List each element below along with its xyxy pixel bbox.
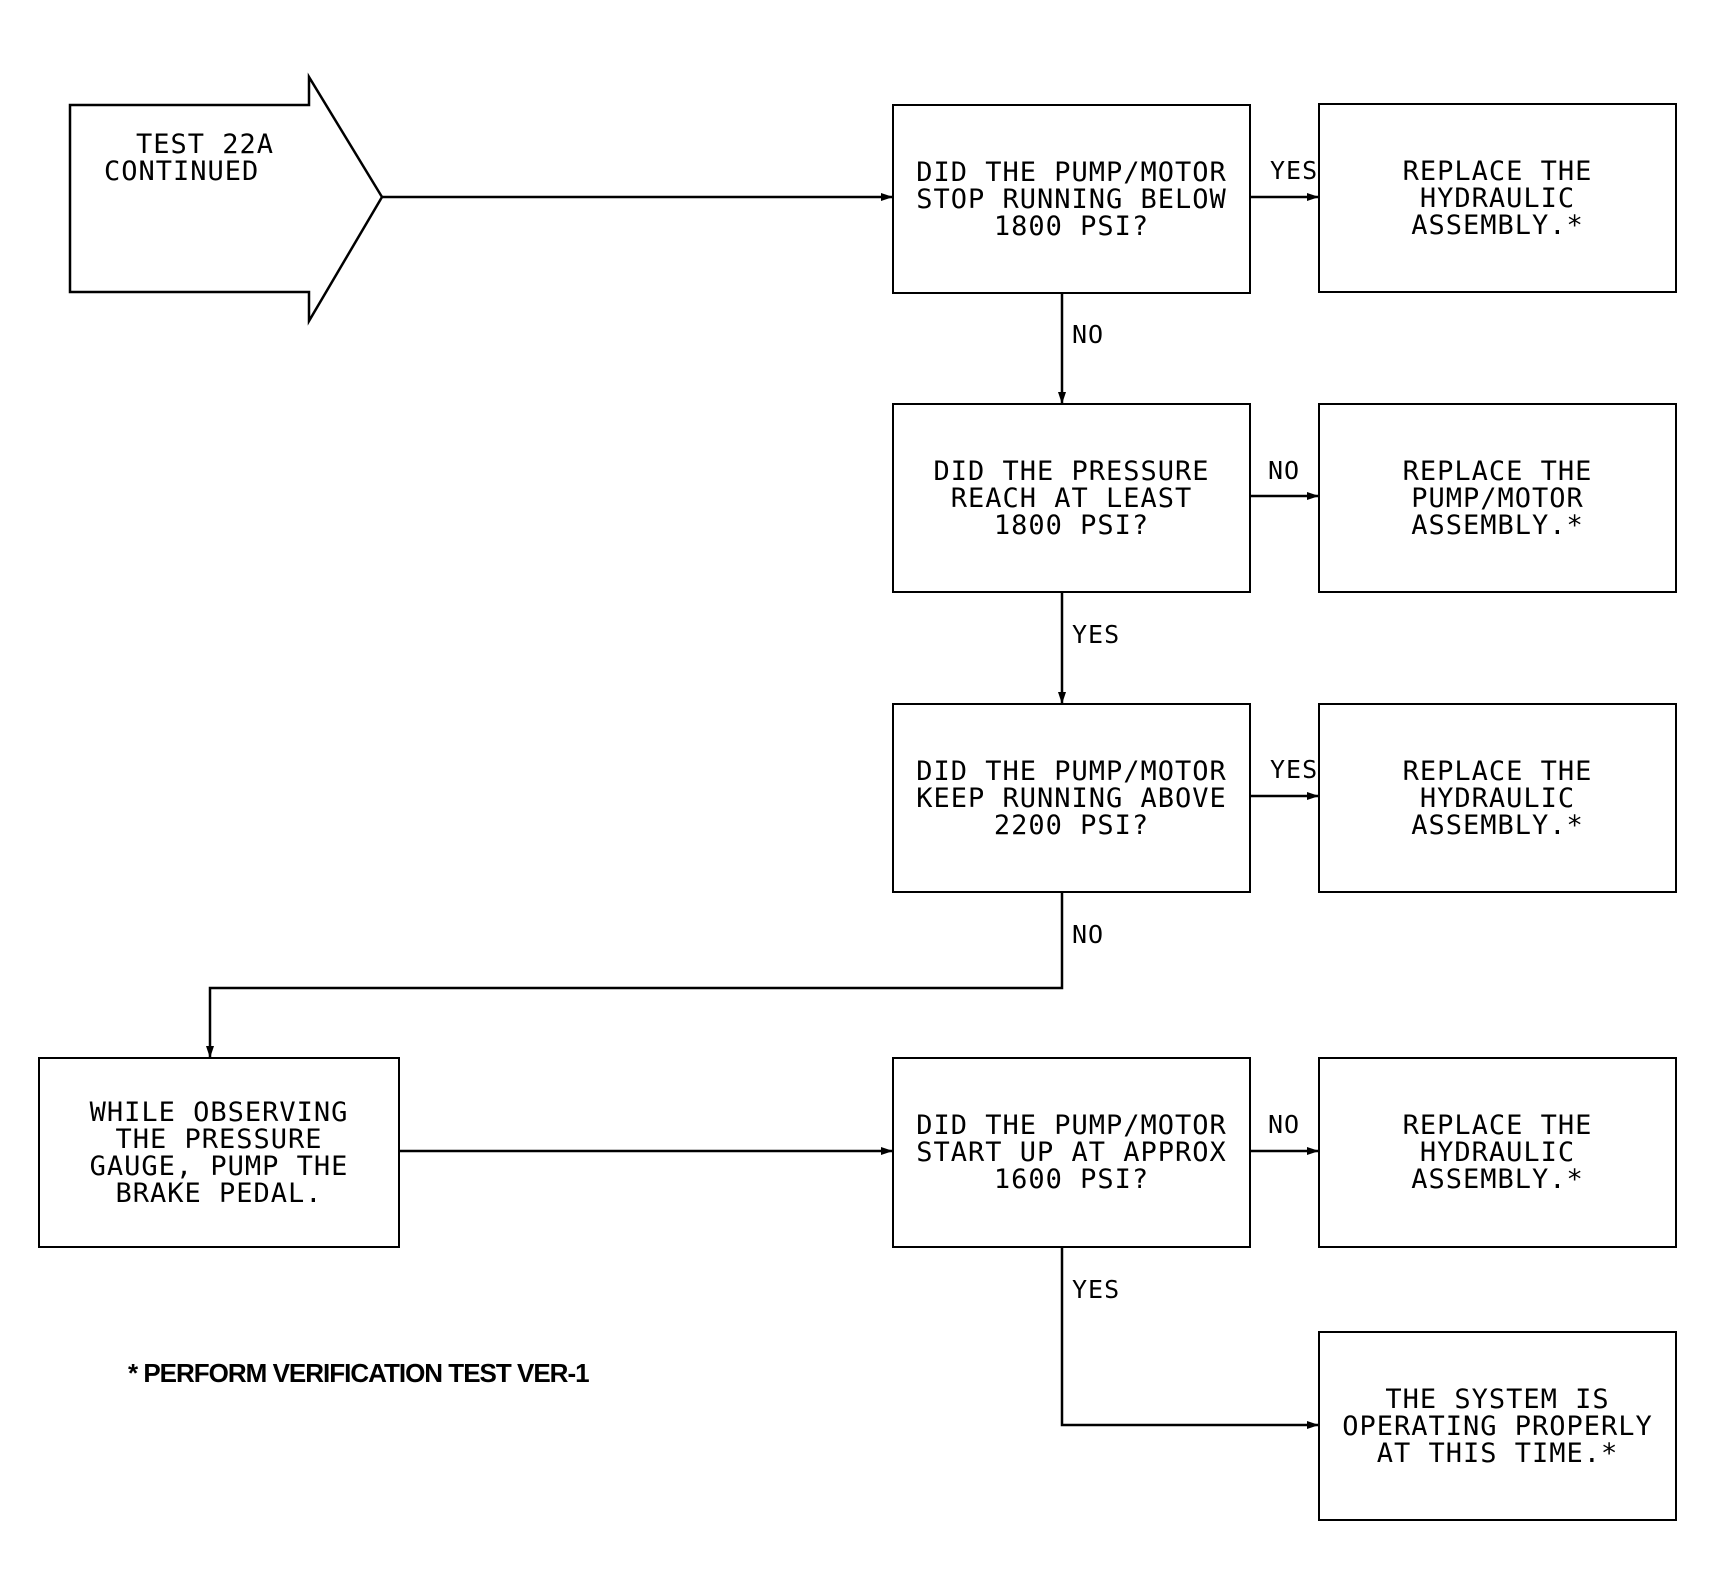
decision-reach-1800: DID THE PRESSURE REACH AT LEAST 1800 PSI… <box>892 403 1251 593</box>
decision-line: DID THE PUMP/MOTOR <box>916 755 1227 787</box>
connector-d3-no <box>206 892 1064 1058</box>
result-line: REPLACE THE <box>1402 455 1593 487</box>
decision-line: 2200 PSI? <box>993 809 1150 841</box>
result-line: REPLACE THE <box>1402 155 1593 187</box>
result-replace-hydraulic-1: REPLACE THE HYDRAULIC ASSEMBLY.* <box>1318 103 1677 293</box>
result-line: REPLACE THE <box>1402 755 1593 787</box>
branch-label-d1-down: NO <box>1072 320 1105 349</box>
action-line: THE PRESSURE <box>115 1123 323 1155</box>
action-line: GAUGE, PUMP THE <box>89 1150 349 1182</box>
decision-line: 1600 PSI? <box>993 1164 1150 1195</box>
decision-line: 1800 PSI? <box>993 210 1150 242</box>
decision-line: DID THE PUMP/MOTOR <box>916 1110 1227 1141</box>
decision-keep-above-2200: DID THE PUMP/MOTOR KEEP RUNNING ABOVE 22… <box>892 703 1251 893</box>
footnote-verification: * PERFORM VERIFICATION TEST VER-1 <box>128 1358 590 1388</box>
result-line: ASSEMBLY.* <box>1411 809 1584 841</box>
result-line: THE SYSTEM IS <box>1385 1383 1610 1415</box>
decision-line: DID THE PUMP/MOTOR <box>916 156 1227 188</box>
result-line: AT THIS TIME.* <box>1376 1437 1619 1469</box>
branch-label-d2-down: YES <box>1072 620 1121 649</box>
branch-label-d1-right: YES <box>1270 156 1319 185</box>
start-label: TEST 22A CONTINUED <box>104 131 274 185</box>
start-arrow-shape <box>68 72 384 326</box>
start-line: CONTINUED <box>104 156 260 187</box>
decision-line: STOP RUNNING BELOW <box>916 183 1227 215</box>
action-pump-brake-pedal: WHILE OBSERVING THE PRESSURE GAUGE, PUMP… <box>38 1057 400 1248</box>
decision-line: START UP AT APPROX <box>916 1137 1227 1168</box>
branch-label-d4-right: NO <box>1268 1110 1301 1139</box>
decision-line: DID THE PRESSURE <box>933 455 1210 487</box>
result-line: ASSEMBLY.* <box>1411 509 1584 541</box>
result-system-operating-properly: THE SYSTEM IS OPERATING PROPERLY AT THIS… <box>1318 1331 1677 1521</box>
branch-label-d3-right: YES <box>1270 755 1319 784</box>
branch-label-d4-down: YES <box>1072 1275 1121 1304</box>
branch-label-d3-down: NO <box>1072 920 1105 949</box>
decision-line: KEEP RUNNING ABOVE <box>916 782 1227 814</box>
result-line: PUMP/MOTOR <box>1411 482 1584 514</box>
result-line: HYDRAULIC <box>1419 182 1576 214</box>
result-replace-pump-motor: REPLACE THE PUMP/MOTOR ASSEMBLY.* <box>1318 403 1677 593</box>
action-line: WHILE OBSERVING <box>89 1096 349 1128</box>
result-line: OPERATING PROPERLY <box>1342 1410 1653 1442</box>
decision-line: REACH AT LEAST <box>950 482 1193 514</box>
decision-stop-below-1800: DID THE PUMP/MOTOR STOP RUNNING BELOW 18… <box>892 104 1251 294</box>
start-line: TEST 22A <box>136 129 275 160</box>
branch-label-d2-right: NO <box>1268 456 1301 485</box>
result-replace-hydraulic-2: REPLACE THE HYDRAULIC ASSEMBLY.* <box>1318 703 1677 893</box>
result-line: ASSEMBLY.* <box>1411 1164 1584 1195</box>
result-line: REPLACE THE <box>1402 1110 1593 1141</box>
connector-d4-yes <box>1060 1248 1319 1429</box>
result-line: HYDRAULIC <box>1419 782 1576 814</box>
result-replace-hydraulic-3: REPLACE THE HYDRAULIC ASSEMBLY.* <box>1318 1057 1677 1248</box>
result-line: ASSEMBLY.* <box>1411 209 1584 241</box>
result-line: HYDRAULIC <box>1419 1137 1576 1168</box>
action-line: BRAKE PEDAL. <box>115 1177 323 1209</box>
decision-line: 1800 PSI? <box>993 509 1150 541</box>
decision-start-at-1600: DID THE PUMP/MOTOR START UP AT APPROX 16… <box>892 1057 1251 1248</box>
